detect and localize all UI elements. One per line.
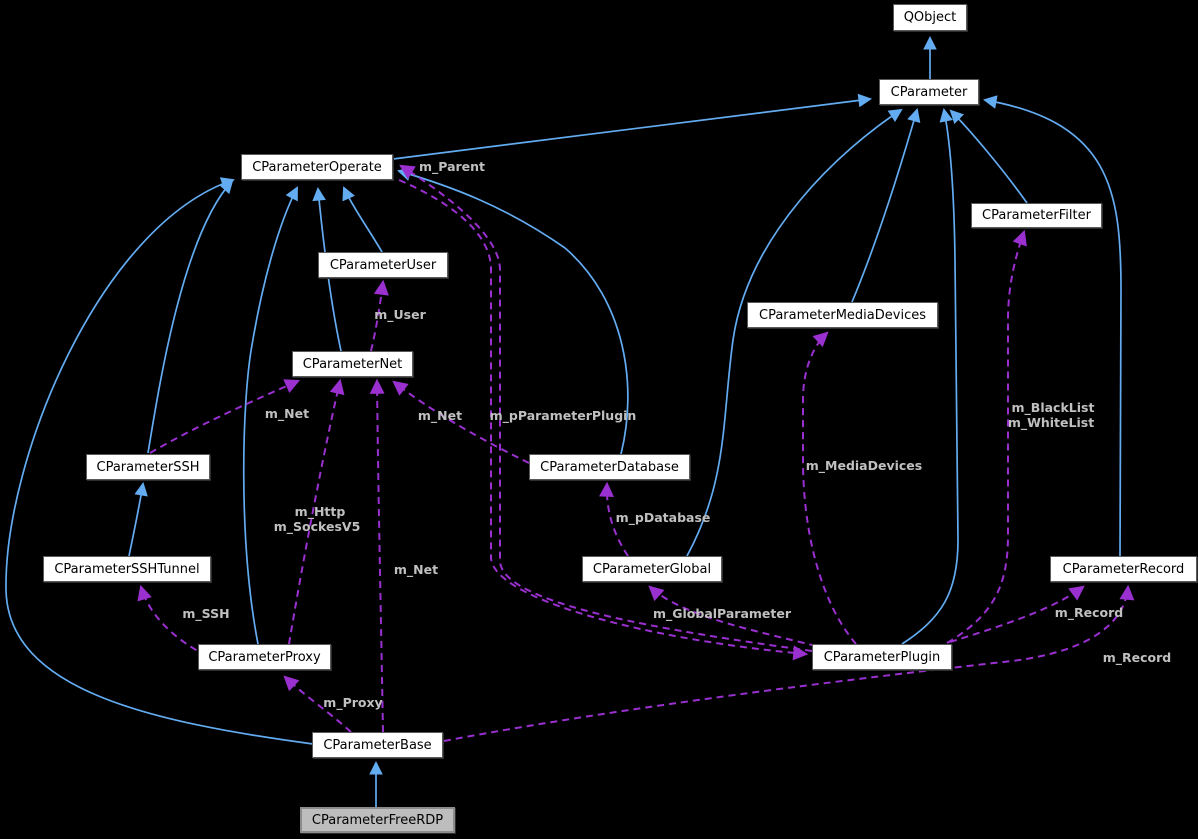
usage-edge-m-net-database xyxy=(392,380,530,464)
class-node-cparameterglobal[interactable]: CParameterGlobal xyxy=(582,556,722,582)
class-node-cparameterproxy[interactable]: CParameterProxy xyxy=(198,644,331,670)
inherit-edge-sshtunnel-to-ssh xyxy=(128,481,148,557)
edge-label-m-record-base: m_Record xyxy=(1103,650,1172,666)
inherit-edge-record-to-cparameter xyxy=(982,95,1122,557)
class-node-cparameterrecord[interactable]: CParameterRecord xyxy=(1050,556,1197,582)
edge-label-m-whitelist: m_WhiteList xyxy=(1008,415,1094,431)
usage-edge-m-pdatabase xyxy=(598,481,629,557)
inherit-edge-user-to-operate xyxy=(342,186,383,253)
edge-label-m-net-database: m_Net xyxy=(418,408,462,424)
edge-label-m-mediadevices: m_MediaDevices xyxy=(806,458,922,474)
usage-edge-m-blacklist-whitelist xyxy=(946,229,1027,644)
inherit-edge-proxy-to-operate xyxy=(242,186,298,645)
inherit-edge-base-to-operate xyxy=(5,177,314,745)
class-node-cparametersshtunnel[interactable]: CParameterSSHTunnel xyxy=(43,556,211,582)
class-node-cparameterssh[interactable]: CParameterSSH xyxy=(86,454,210,480)
edge-label-m-pparameterplugin: m_pParameterPlugin xyxy=(490,408,637,424)
inherit-edge-database-to-operate xyxy=(397,167,629,455)
class-node-cparameterfreerdp[interactable]: CParameterFreeRDP xyxy=(300,807,455,833)
usage-edge-m-globalparameter xyxy=(648,585,817,647)
edge-label-m-net-ssh: m_Net xyxy=(265,406,309,422)
edge-label-m-globalparameter: m_GlobalParameter xyxy=(653,606,792,622)
edge-label-m-sockesv5: m_SockesV5 xyxy=(274,519,361,535)
edge-label-m-parent: m_Parent xyxy=(419,159,485,175)
usage-edge-m-mediadevices xyxy=(802,331,857,645)
inherit-edge-filter-to-cparameter xyxy=(949,109,1028,204)
inherit-edge-operate-to-cparameter xyxy=(392,93,873,160)
edge-label-m-ssh: m_SSH xyxy=(182,606,229,622)
inherit-edge-ssh-to-operate xyxy=(147,179,234,454)
inherit-edge-global-to-cparameter xyxy=(686,108,903,557)
edge-label-m-net-base: m_Net xyxy=(394,562,438,578)
usage-edge-m-ssh xyxy=(137,584,208,657)
usage-edge-m-pparameterplugin xyxy=(398,179,809,661)
usage-edge-m-record-plugin xyxy=(949,585,1085,643)
class-node-cparameterfilter[interactable]: CParameterFilter xyxy=(971,203,1102,228)
edge-label-m-pdatabase: m_pDatabase xyxy=(616,510,711,526)
class-node-cparameter[interactable]: CParameter xyxy=(879,79,979,105)
class-node-cparameteroperate[interactable]: CParameterOperate xyxy=(241,154,393,180)
class-node-cparametermediadevices[interactable]: CParameterMediaDevices xyxy=(747,302,938,328)
edge-label-m-proxy: m_Proxy xyxy=(323,695,382,711)
edge-label-m-user: m_User xyxy=(374,307,426,323)
usage-edge-m-proxy xyxy=(283,675,352,733)
usage-edge-m-net-ssh xyxy=(149,379,301,454)
edge-label-m-blacklist: m_BlackList xyxy=(1012,400,1095,416)
class-node-cparameterbase[interactable]: CParameterBase xyxy=(312,732,443,758)
edge-label-m-http: m_Http xyxy=(295,504,346,520)
class-node-cparameterdatabase[interactable]: CParameterDatabase xyxy=(529,454,690,480)
inherit-edge-mediadevices-to-cparameter xyxy=(851,108,921,303)
class-node-cparameteruser[interactable]: CParameterUser xyxy=(318,252,448,278)
usage-edge-m-user xyxy=(370,279,389,352)
edge-label-m-record-plugin: m_Record xyxy=(1055,605,1124,621)
inherit-edge-plugin-to-cparameter xyxy=(901,107,959,645)
usage-edge-m-net-base xyxy=(369,378,385,733)
class-node-qobject[interactable]: QObject xyxy=(893,4,967,31)
class-node-cparameterplugin[interactable]: CParameterPlugin xyxy=(812,644,952,670)
class-node-cparameternet[interactable]: CParameterNet xyxy=(292,351,413,377)
usage-edge-m-parent xyxy=(399,164,813,652)
